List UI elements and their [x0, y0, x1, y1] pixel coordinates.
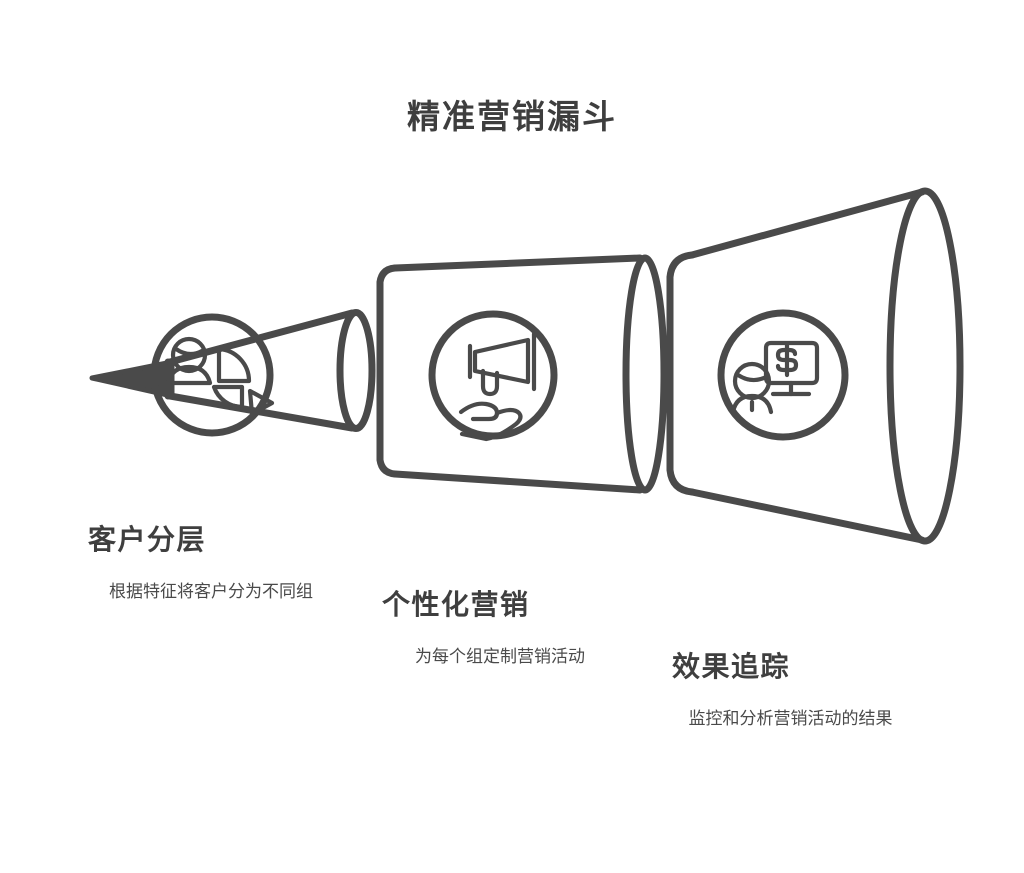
pie-slice-1 [216, 346, 252, 384]
stage-3-heading: 效果追踪 [672, 652, 791, 683]
analyst-head-band [735, 372, 769, 383]
stage-label-2: 个性化营销 为每个组定制营销活动 [380, 583, 620, 671]
person-head-band [173, 346, 205, 357]
person-monitor-dollar-icon [730, 340, 820, 415]
funnel-segment-3-bottom-edge [688, 488, 926, 544]
pie-slice-3 [247, 388, 275, 417]
hand-palm-icon [459, 407, 523, 442]
funnel-segment-3-mouth-ellipse [886, 187, 964, 545]
people-pie-chart-icon [165, 336, 275, 417]
funnel-segment-2-top-edge [391, 254, 644, 272]
analyst-shoulders-icon [730, 393, 774, 415]
funnel-stage-1-icon-circle [150, 313, 274, 437]
funnel-tip [89, 359, 175, 399]
funnel-segment-3-left-rounded-edge [666, 251, 696, 496]
megaphone-cone-icon [472, 337, 531, 385]
funnel-segment-3-top-edge [688, 188, 926, 259]
stage-1-description: 根据特征将客户分为不同组 [109, 582, 313, 601]
hand-fingers-icon [458, 401, 500, 422]
megaphone-handle-icon [480, 368, 500, 397]
funnel-stage-3-icon-circle [717, 309, 849, 441]
stage-3-description: 监控和分析营销活动的结果 [688, 709, 893, 728]
funnel-segment-2-mouth-ellipse [622, 254, 668, 494]
stage-2-heading: 个性化营销 [382, 590, 530, 621]
megaphone-hand-icon [458, 331, 537, 442]
funnel-segment-2-left-rounded-edge [376, 264, 399, 478]
page-title: 精准营销漏斗 [407, 100, 617, 136]
pie-slice-2 [211, 384, 245, 410]
funnel-segment-2-bottom-edge [391, 470, 644, 494]
funnel-segment-1-mouth-ellipse [336, 309, 376, 432]
stage-2-description: 为每个组定制营销活动 [415, 647, 585, 666]
stage-1-heading: 客户分层 [88, 525, 207, 556]
person-shoulders-icon [165, 364, 213, 386]
stage-label-3: 效果追踪 监控和分析营销活动的结果 [668, 645, 913, 733]
person-head-icon [170, 336, 208, 374]
monitor-screen-icon [763, 340, 820, 386]
stage-label-1: 客户分层 根据特征将客户分为不同组 [86, 518, 336, 606]
